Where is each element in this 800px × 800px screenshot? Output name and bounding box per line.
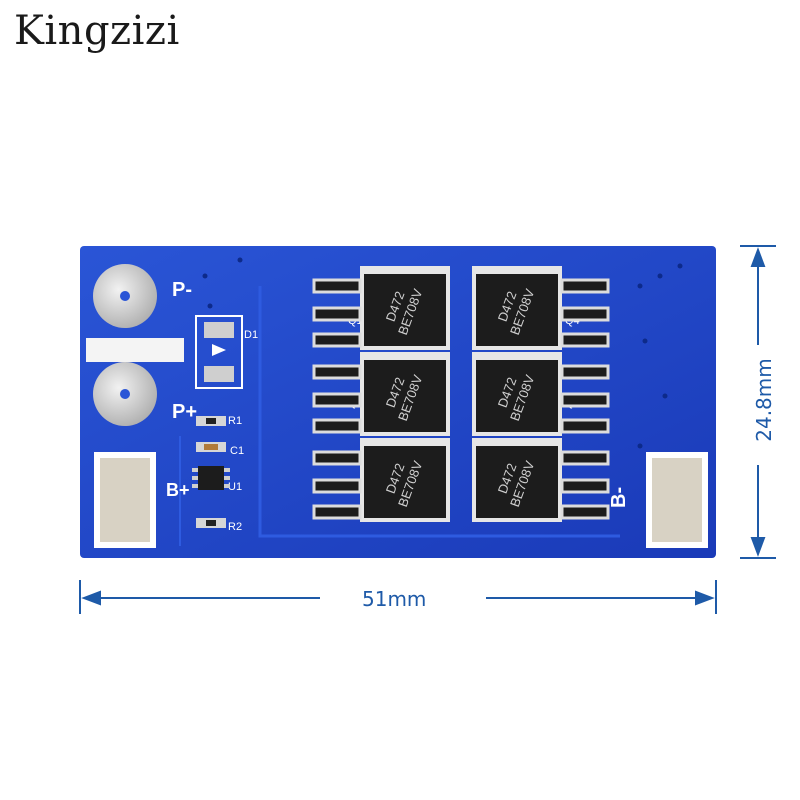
pcb-board: P- P+ B+ B- D1 R1 C1 U1 R2 Q1 Q2 Q3 Q4 Q… bbox=[80, 246, 716, 558]
label-b-minus: B- bbox=[608, 487, 630, 508]
label-r1: R1 bbox=[228, 415, 242, 427]
label-u1: U1 bbox=[228, 481, 242, 493]
ic-u1 bbox=[198, 466, 224, 490]
label-r2: R2 bbox=[228, 521, 242, 533]
width-dimension-label: 51mm bbox=[362, 587, 427, 611]
label-p-minus: P- bbox=[172, 279, 192, 301]
b-minus-pad bbox=[652, 458, 702, 542]
diode-d1 bbox=[204, 322, 234, 338]
label-p-plus: P+ bbox=[172, 401, 197, 423]
label-strip bbox=[86, 338, 184, 362]
b-plus-pad bbox=[100, 458, 150, 542]
label-c1: C1 bbox=[230, 445, 244, 457]
label-b-plus: B+ bbox=[166, 480, 190, 500]
brand-watermark: Kingzizi bbox=[14, 8, 180, 54]
label-d1: D1 bbox=[244, 329, 258, 341]
height-dimension-label: 24.8mm bbox=[751, 358, 776, 442]
